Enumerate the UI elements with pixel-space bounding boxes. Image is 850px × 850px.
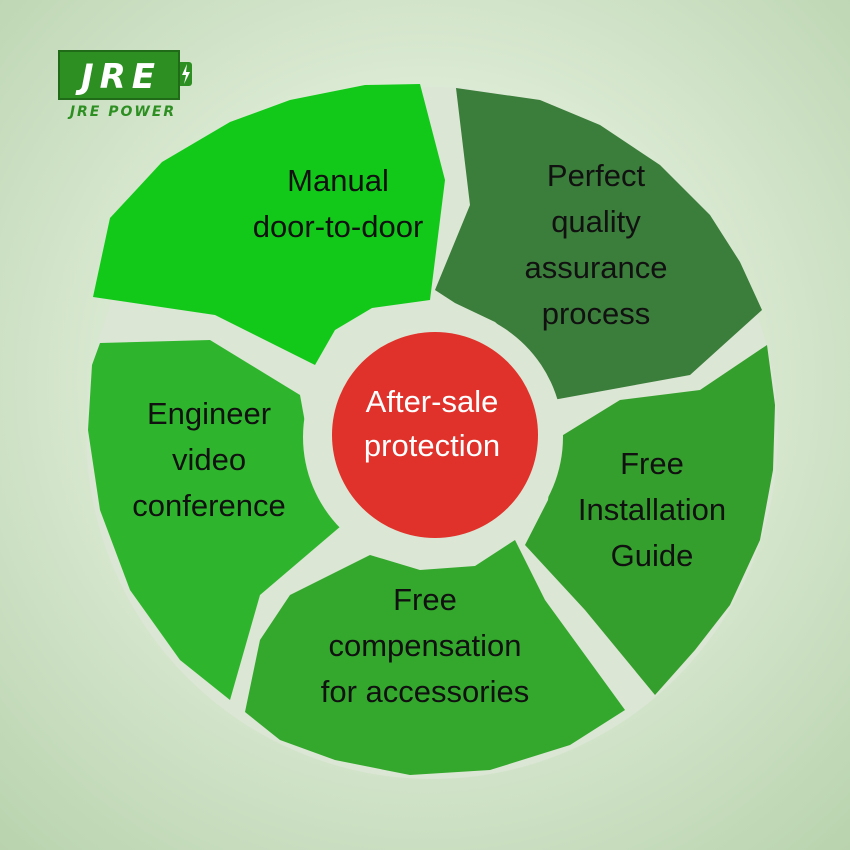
label-line: for accessories [320,674,530,709]
segment-label-installation: Free Installation Guide [578,441,726,579]
label-line: Free [393,582,457,617]
segment-free-installation-guide [525,345,775,695]
label-line: Engineer [146,396,272,431]
logo-mark-text: JRE [80,57,162,97]
label-line: Guide [610,538,694,573]
center-label: After-sale protection [364,380,500,468]
label-line: conference [132,488,286,523]
lightning-bolt-icon [182,64,190,84]
label-line: door-to-door [252,209,424,244]
segment-label-manual: Manual door-to-door [253,158,424,250]
segment-label-quality: Perfect quality assurance process [524,153,667,337]
segment-free-compensation [245,540,625,775]
segment-label-compensation: Free compensation for accessories [321,577,529,715]
center-disc [332,332,538,538]
label-line: video [171,442,247,477]
label-line: process [541,296,651,331]
center-label-line-1: After-sale [365,384,499,419]
segment-manual-door-to-door [93,84,445,365]
logo-mark: JRE [58,50,180,100]
label-line: Manual [287,163,389,198]
label-line: quality [551,204,641,239]
label-line: assurance [524,250,668,285]
segment-engineer-video-conference [88,340,348,700]
logo-name: JRE POWER [69,104,177,120]
jre-power-logo: JRE JRE POWER [58,50,198,126]
segment-label-engineer: Engineer video conference [132,391,285,529]
center-label-line-2: protection [363,428,501,463]
label-line: compensation [328,628,522,663]
label-line: Installation [577,492,727,527]
segment-quality-assurance [435,88,762,400]
label-line: Free [620,446,684,481]
label-line: Perfect [546,158,646,193]
